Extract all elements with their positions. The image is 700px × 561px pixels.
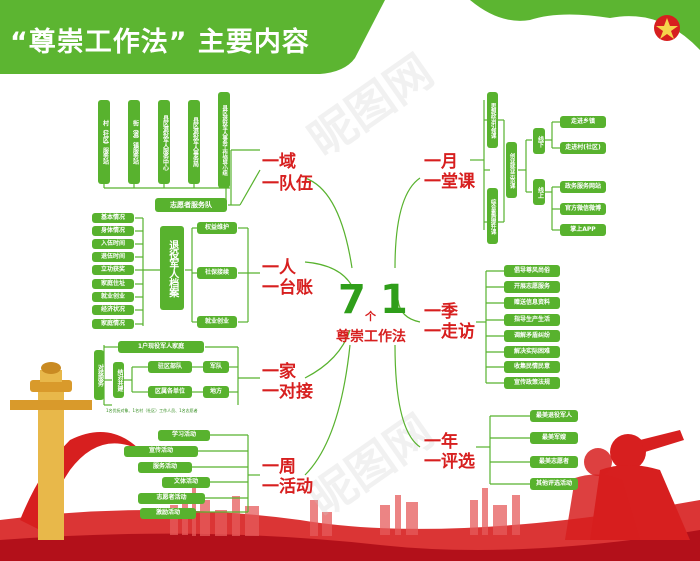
node-pairing: 结对共建 <box>113 362 124 398</box>
label-l4-line2: 一活动 <box>262 477 313 497</box>
node-county-bureau: 县区退役军人事务局 <box>188 100 200 184</box>
node-employment-right: 就业创业 <box>197 316 237 328</box>
node-best-veteran: 最美退役军人 <box>530 410 578 422</box>
node-political-class: 思想政治引领课 <box>487 92 498 148</box>
node-visit-village: 走进村(社区) <box>560 142 606 154</box>
node-volunteer-activity: 志愿者活动 <box>138 493 205 504</box>
node-quality-class: 综合素质提升课 <box>487 188 498 244</box>
center-name: 尊崇工作法 <box>336 329 406 345</box>
node-awards: 立功获奖 <box>92 265 134 275</box>
node-official-social: 官方微信微博 <box>560 203 606 215</box>
node-r2-item-4: 指导生产生活 <box>504 314 560 326</box>
node-county-center: 县区退役军人服务中心 <box>158 100 170 184</box>
node-r2-item-6: 解决实际困难 <box>504 346 560 358</box>
label-l1-line2: 一队伍 <box>262 174 313 194</box>
label-l2-line2: 一台账 <box>262 278 313 298</box>
node-service-activity: 服务活动 <box>138 462 192 473</box>
node-entrepreneur-class: 创业就业示范课 <box>506 142 517 198</box>
node-best-military-wife: 最美军嫂 <box>530 432 578 444</box>
center-ge: 个 <box>365 310 376 323</box>
label-r2-line2: 一走访 <box>424 322 475 342</box>
node-local: 地方 <box>203 386 229 398</box>
node-veteran-file: 退役军人档案 <box>160 226 184 310</box>
node-r2-item-1: 倡导尊风尚俗 <box>504 265 560 277</box>
node-offline: 线下 <box>533 128 545 154</box>
label-l3-line1: 一家 <box>262 362 296 382</box>
node-online: 线上 <box>533 179 545 205</box>
pillar-illustration <box>10 362 140 540</box>
label-l3-line2: 一对接 <box>262 382 313 402</box>
node-home-address: 家庭住址 <box>92 279 134 289</box>
node-discharge-date: 退伍时间 <box>92 252 134 262</box>
node-employment: 就业创业 <box>92 292 134 302</box>
node-rights-protection: 权益维护 <box>197 222 237 234</box>
node-volunteer-team: 志愿者服务队 <box>155 198 227 212</box>
node-visit-town: 走进乡镇 <box>560 116 606 128</box>
label-l4-line1: 一周 <box>262 457 296 477</box>
soldier-silhouette <box>565 430 690 540</box>
label-r1-line1: 一月 <box>424 152 458 172</box>
node-army: 军队 <box>203 361 229 373</box>
center-number-1: 1 <box>380 277 408 323</box>
node-gov-website: 政务服务网站 <box>560 181 606 193</box>
node-r2-item-5: 调解矛盾纠纷 <box>504 330 560 342</box>
node-street-station: 街（道）镇服务站 <box>128 100 140 184</box>
node-district-units: 区属各单位 <box>148 386 192 398</box>
label-l2-line1: 一人 <box>262 258 296 278</box>
node-economy: 经济状况 <box>92 305 134 315</box>
node-incentive-activity: 激励活动 <box>140 508 196 519</box>
label-r3-line1: 一年 <box>424 432 458 452</box>
center-number-7: 7 <box>338 277 366 323</box>
node-r2-item-3: 赠送信息资料 <box>504 297 560 309</box>
node-enlist-date: 入伍时间 <box>92 239 134 249</box>
node-county-leading-group: 县区退役军人事务工作领导小组 <box>218 92 230 188</box>
node-mobile-app: 掌上APP <box>560 224 606 236</box>
node-health: 身体情况 <box>92 226 134 236</box>
node-r2-item-7: 收集民情民意 <box>504 361 560 373</box>
node-family: 家庭情况 <box>92 319 134 329</box>
label-l1-line1: 一域 <box>262 152 296 172</box>
node-docking-service: 对接服务 <box>94 350 104 400</box>
node-village-station: 村（社区）服务站 <box>98 100 110 184</box>
label-r2-line1: 一季 <box>424 302 458 322</box>
node-best-volunteer: 最美志愿者 <box>530 456 578 468</box>
node-publicity-activity: 宣传活动 <box>124 446 198 457</box>
node-r2-item-8: 宣传政策法规 <box>504 377 560 389</box>
node-study-activity: 学习活动 <box>158 430 210 441</box>
node-r2-item-2: 开展志愿服务 <box>504 281 560 293</box>
pairing-note: 1名优抚对象、1名村（社区）工作人员、1名志愿者 <box>106 408 198 413</box>
page-title: “尊崇工作法” 主要内容 <box>10 27 310 58</box>
node-military-family: 1户现役军人家庭 <box>118 341 204 353</box>
label-r3-line2: 一评选 <box>424 452 475 472</box>
node-social-security: 社保接续 <box>197 267 237 279</box>
label-r1-line2: 一堂课 <box>424 172 475 192</box>
node-sports-activity: 文体活动 <box>162 477 210 488</box>
node-station-troops: 驻区部队 <box>148 361 192 373</box>
node-other-selection: 其他评选活动 <box>530 478 578 490</box>
army-emblem <box>654 15 680 41</box>
node-basic-info: 基本情况 <box>92 213 134 223</box>
